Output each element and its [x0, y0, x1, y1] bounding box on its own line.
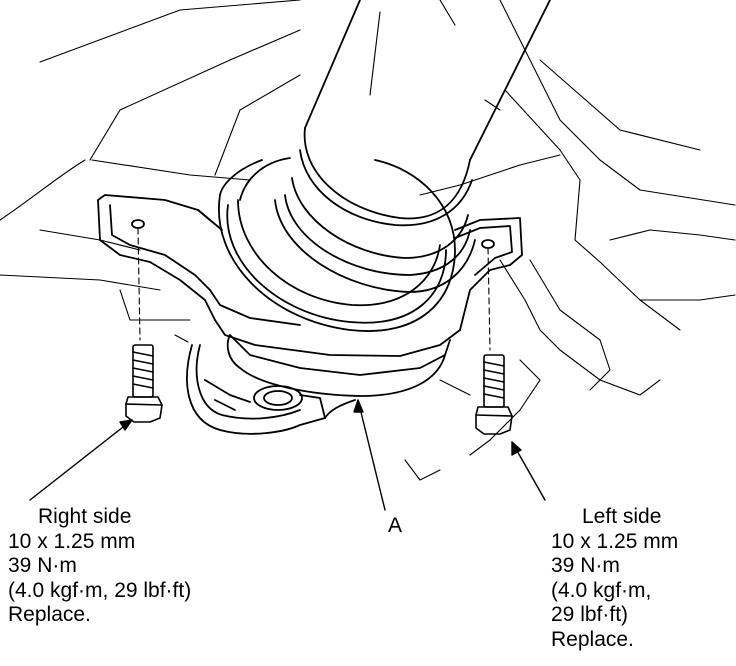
right-side-torque-alt: (4.0 kgf·m, 29 lbf·ft)	[8, 578, 192, 602]
bearing-housing	[218, 157, 456, 332]
left-side-bolt-spec: Left side 10 x 1.25 mm 39 N·m (4.0 kgf·m…	[551, 505, 678, 652]
right-side-bolt	[125, 344, 163, 423]
left-side-note: Replace.	[551, 627, 634, 651]
left-side-title: Left side	[582, 505, 662, 528]
left-side-torque-alt-2: 29 lbf·ft)	[551, 603, 629, 626]
chassis-contours	[0, 0, 736, 481]
right-side-note: Replace.	[8, 603, 91, 626]
right-side-torque-nm: 39 N·m	[8, 554, 77, 577]
leader-lines	[29, 399, 546, 511]
left-side-bolt	[475, 354, 513, 435]
right-side-title: Right side	[38, 505, 132, 528]
right-side-bolt-spec: Right side 10 x 1.25 mm 39 N·m (4.0 kgf·…	[8, 505, 191, 628]
propeller-shaft	[274, 0, 551, 293]
center-support-cushion	[186, 334, 451, 435]
left-side-torque-alt-1: (4.0 kgf·m,	[551, 578, 652, 602]
mounting-bracket	[97, 194, 523, 357]
part-a-label: A	[388, 514, 403, 537]
left-side-bolt-size: 10 x 1.25 mm	[551, 529, 679, 553]
right-side-bolt-size: 10 x 1.25 mm	[8, 529, 136, 553]
left-side-torque-nm: 39 N·m	[551, 554, 620, 577]
